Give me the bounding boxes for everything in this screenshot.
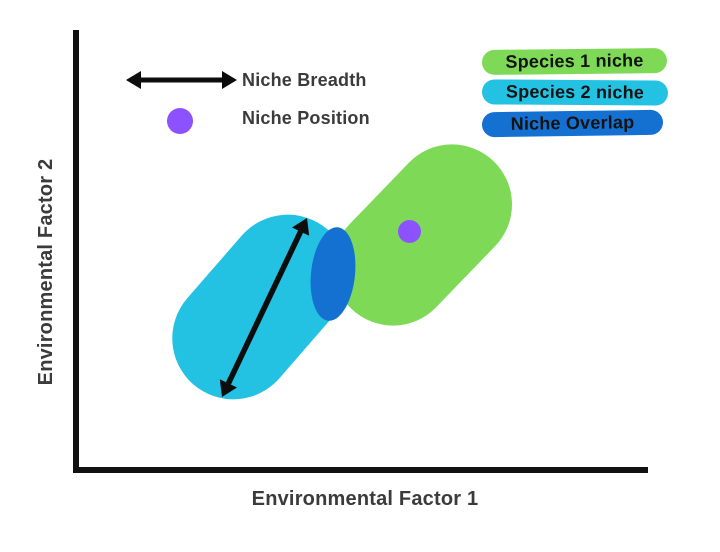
y-axis-line xyxy=(73,30,79,473)
legend-pill-species2-niche: Species 2 niche xyxy=(481,79,669,106)
niche-breadth-arrow-icon xyxy=(126,71,237,89)
x-axis-label: Environmental Factor 1 xyxy=(251,488,479,510)
legend-pill-niche-overlap: Niche Overlap xyxy=(481,109,664,138)
niche-position-marker xyxy=(398,220,421,243)
niche-breadth-key-label: Niche Breadth xyxy=(242,70,367,90)
niche-position-dot-icon xyxy=(167,108,193,134)
legend-pill-species1-niche: Species 1 niche xyxy=(481,48,668,75)
niche-position-key-label: Niche Position xyxy=(242,108,370,128)
x-axis-line xyxy=(73,467,648,473)
y-axis-label: Environmental Factor 2 xyxy=(35,158,57,386)
